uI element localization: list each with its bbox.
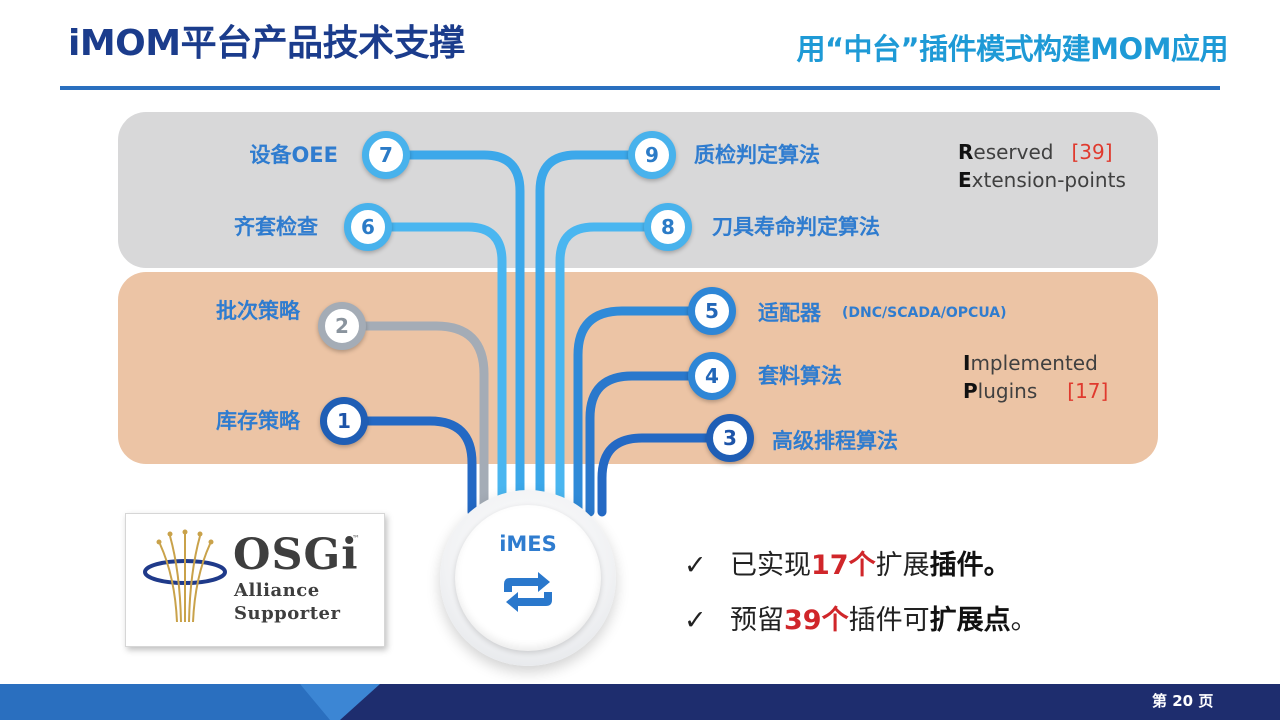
footer-bar bbox=[0, 684, 1280, 720]
node-3: 3 bbox=[706, 414, 754, 462]
node-8: 8 bbox=[644, 203, 692, 251]
label-node-8: 刀具寿命判定算法 bbox=[712, 215, 880, 239]
connector-9 bbox=[535, 150, 637, 517]
connector-3 bbox=[597, 433, 717, 517]
node-2: 2 bbox=[318, 302, 366, 350]
hub-label: iMES bbox=[499, 532, 557, 556]
osgi-emblem-icon bbox=[143, 529, 227, 623]
label-node-9: 质检判定算法 bbox=[694, 143, 820, 167]
label-node-3: 高级排程算法 bbox=[772, 429, 898, 453]
node-1: 1 bbox=[320, 397, 368, 445]
connector-8 bbox=[555, 222, 655, 517]
label-node-1: 库存策略 bbox=[216, 409, 300, 433]
check-icon: ✓ bbox=[684, 550, 707, 581]
legend-reserved: Reserved[39] Extension-points bbox=[958, 140, 1126, 192]
connector-4 bbox=[585, 371, 699, 517]
node-7: 7 bbox=[362, 131, 410, 179]
page-title: iMOM平台产品技术支撑 bbox=[68, 23, 465, 64]
bullet-implemented: ✓已实现17个扩展插件。 bbox=[684, 550, 1011, 581]
bullet-reserved: ✓预留39个插件可扩展点。 bbox=[684, 605, 1038, 636]
osgi-logo-line2: Alliance bbox=[234, 580, 320, 601]
implemented-count: [17] bbox=[1067, 379, 1109, 403]
label-node-5: 适配器 bbox=[758, 301, 821, 325]
label-node-4: 套料算法 bbox=[758, 364, 842, 388]
label-node-6: 齐套检查 bbox=[234, 215, 318, 239]
node-5: 5 bbox=[688, 287, 736, 335]
page-subtitle: 用“中台”插件模式构建MOM应用 bbox=[796, 32, 1229, 66]
osgi-logo-line3: Supporter bbox=[234, 603, 341, 624]
check-icon: ✓ bbox=[684, 605, 707, 636]
node-6: 6 bbox=[344, 203, 392, 251]
connector-2 bbox=[353, 321, 489, 517]
implemented-band bbox=[118, 272, 1158, 464]
osgi-logo-tm: ™ bbox=[352, 534, 360, 543]
legend-implemented: Implemented Plugins[17] bbox=[963, 351, 1109, 403]
label-node-7: 设备OEE bbox=[249, 143, 338, 167]
refresh-arrows-icon bbox=[504, 572, 552, 612]
osgi-logo-name: OSGi bbox=[233, 530, 359, 580]
connector-1 bbox=[357, 416, 477, 517]
label-node-5-note: (DNC/SCADA/OPCUA) bbox=[842, 305, 1007, 321]
page-number: 第 20 页 bbox=[1152, 692, 1214, 710]
connector-5 bbox=[573, 306, 699, 517]
connector-6 bbox=[379, 222, 507, 517]
reserved-count: [39] bbox=[1071, 140, 1113, 164]
label-node-2: 批次策略 bbox=[216, 299, 300, 323]
node-9: 9 bbox=[628, 131, 676, 179]
title-rule bbox=[60, 86, 1220, 90]
connector-7 bbox=[397, 150, 525, 517]
node-4: 4 bbox=[688, 352, 736, 400]
